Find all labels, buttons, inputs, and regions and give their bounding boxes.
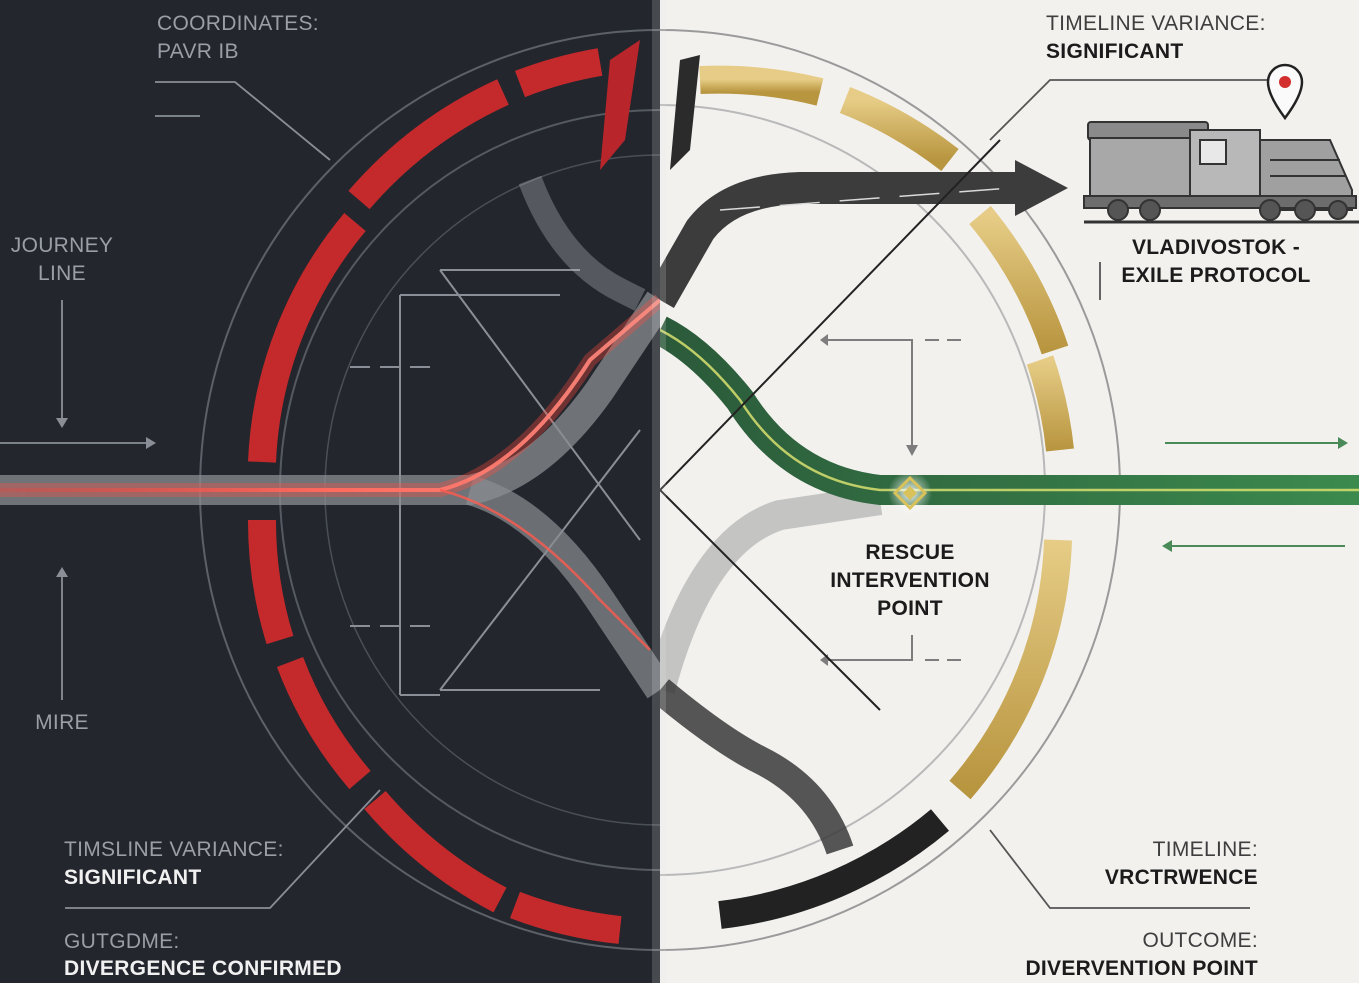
destination-label-2: EXILE PROTOCOL <box>1121 264 1311 287</box>
dark-wavy-road-bottom <box>660 679 854 855</box>
location-pin-icon <box>1266 63 1304 121</box>
dark-chevron-top <box>670 55 700 170</box>
diagonal-line-b <box>660 489 881 711</box>
mire-label: MIRE <box>35 711 89 734</box>
left-scaffold-lines <box>350 269 641 696</box>
coordinates-value: PAVR IB <box>157 40 239 63</box>
red-chevron-top <box>600 40 640 170</box>
right-variance-value: SIGNIFICANT <box>1046 40 1184 63</box>
right-timeline-title: TIMELINE: <box>1152 838 1258 861</box>
left-variance-title: TIMSLINE VARIANCE: <box>64 838 284 861</box>
left-arrowheads <box>56 418 156 577</box>
right-variance-title: TIMELINE VARIANCE: <box>1046 12 1266 35</box>
destination-label-1: VLADIVOSTOK - <box>1131 236 1301 259</box>
rescue-label-3: POINT <box>877 597 943 620</box>
diamond-node-icon <box>888 471 932 515</box>
left-outcome-value: DIVERGENCE CONFIRMED <box>64 957 342 980</box>
coordinates-title: COORDINATES: <box>157 12 319 35</box>
gray-lower-road <box>660 485 883 694</box>
left-variance-value: SIGNIFICANT <box>64 866 202 889</box>
center-seam <box>652 0 666 983</box>
rescue-label-2: INTERVENTION <box>830 569 990 592</box>
journey-line-label-1: JOURNEY <box>10 234 114 257</box>
left-outcome-title: GUTGDME: <box>64 930 180 953</box>
right-scaffold-lines <box>825 339 1345 661</box>
left-gray-lower-branch <box>465 475 660 699</box>
dark-road-arrowhead <box>1015 160 1068 216</box>
left-callout-lines <box>0 81 381 909</box>
left-faded-ribbon-top <box>518 175 646 311</box>
red-journey-lower <box>439 488 651 651</box>
right-outcome-title: OUTCOME: <box>1142 929 1258 952</box>
right-callout-lines <box>989 79 1270 909</box>
red-arc-segments <box>247 48 622 944</box>
dark-road-centerline <box>719 187 1011 211</box>
rescue-label-1: RESCUE <box>865 541 955 564</box>
journey-line-label-2: LINE <box>38 262 86 285</box>
right-outcome-value: DIVERVENTION POINT <box>1025 957 1258 980</box>
train-icon <box>1083 121 1359 224</box>
gold-arc-segments <box>699 65 1074 800</box>
green-path-highlight <box>660 328 1359 492</box>
right-half-graphics <box>660 29 1359 951</box>
dark-upper-road <box>660 172 1020 308</box>
right-timeline-value: VRCTRWENCE <box>1104 866 1258 889</box>
red-journey-line <box>0 298 660 492</box>
right-arrowheads <box>820 334 1348 666</box>
diagonal-line-a <box>660 139 1001 491</box>
left-half-graphics <box>0 29 660 951</box>
dark-arc-bottom <box>718 809 949 929</box>
